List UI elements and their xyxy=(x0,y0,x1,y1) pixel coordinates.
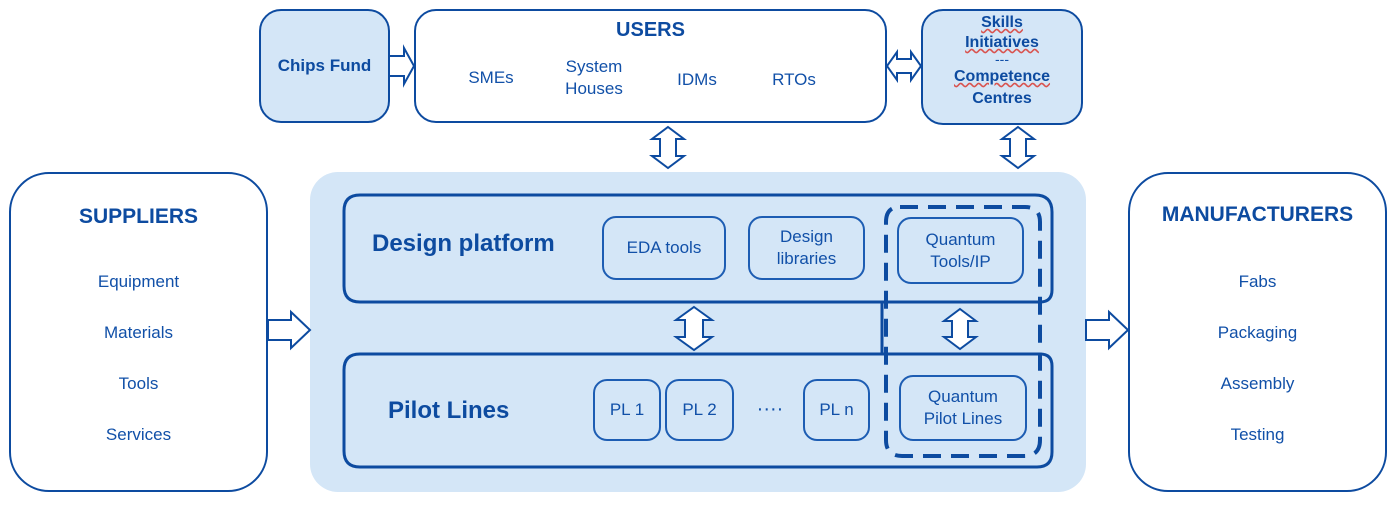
manufacturers-title: MANUFACTURERS xyxy=(1161,203,1354,226)
suppliers-item-tools: Tools xyxy=(118,374,159,393)
users-item-rtos: RTOs xyxy=(772,70,816,89)
arrow-chipsfund-users xyxy=(387,44,416,88)
quantum-tools-box: Quantum Tools/IP xyxy=(897,217,1024,284)
chips-fund-box: Chips Fund xyxy=(259,9,390,123)
skills-line1: Skills xyxy=(981,14,1023,31)
arrow-users-platform xyxy=(649,125,687,170)
pl-2-box: PL 2 xyxy=(665,379,734,441)
suppliers-box: SUPPLIERS Equipment Materials Tools Serv… xyxy=(9,172,268,492)
design-platform-title: Design platform xyxy=(372,230,555,257)
users-title: USERS xyxy=(616,19,685,41)
pl-ellipsis: ···· xyxy=(756,398,784,420)
quantum-dashed-region xyxy=(884,205,1042,458)
skills-separator: --- xyxy=(995,51,1009,67)
pilot-lines-title: Pilot Lines xyxy=(388,397,510,424)
users-item-idms: IDMs xyxy=(677,70,717,89)
manufacturers-item-fabs: Fabs xyxy=(1238,272,1277,291)
suppliers-item-equipment: Equipment xyxy=(97,272,180,291)
users-item-smes: SMEs xyxy=(468,68,514,87)
suppliers-item-materials: Materials xyxy=(104,323,173,342)
manufacturers-item-testing: Testing xyxy=(1230,425,1285,444)
arrow-design-pilot xyxy=(672,305,716,352)
arrow-platform-manufacturers xyxy=(1085,309,1130,351)
skills-line3: Competence xyxy=(953,68,1051,85)
users-box: USERS SMEs System Houses IDMs RTOs xyxy=(414,9,887,123)
arrow-users-skills xyxy=(885,48,923,84)
design-libraries-box: Design libraries xyxy=(748,216,865,280)
arrow-quantum xyxy=(941,307,979,351)
skills-competence-box: Skills Initiatives --- Competence Centre… xyxy=(921,9,1083,125)
manufacturers-item-assembly: Assembly xyxy=(1220,374,1295,393)
pilot-lines-outline xyxy=(342,352,1054,469)
skills-line2: Initiatives xyxy=(965,34,1039,51)
skills-line4: Centres xyxy=(972,90,1032,107)
arrow-suppliers-platform xyxy=(267,309,312,351)
arrow-skills-platform xyxy=(999,125,1037,170)
suppliers-title: SUPPLIERS xyxy=(78,205,199,228)
manufacturers-box: MANUFACTURERS Fabs Packaging Assembly Te… xyxy=(1128,172,1387,492)
manufacturers-item-packaging: Packaging xyxy=(1217,323,1298,342)
chips-fund-label: Chips Fund xyxy=(277,56,372,75)
eda-tools-box: EDA tools xyxy=(602,216,726,280)
users-item-system-houses: System Houses xyxy=(565,57,623,98)
suppliers-item-services: Services xyxy=(105,425,172,444)
pl-n-box: PL n xyxy=(803,379,870,441)
pl-1-box: PL 1 xyxy=(593,379,661,441)
quantum-pilot-lines-box: Quantum Pilot Lines xyxy=(899,375,1027,441)
